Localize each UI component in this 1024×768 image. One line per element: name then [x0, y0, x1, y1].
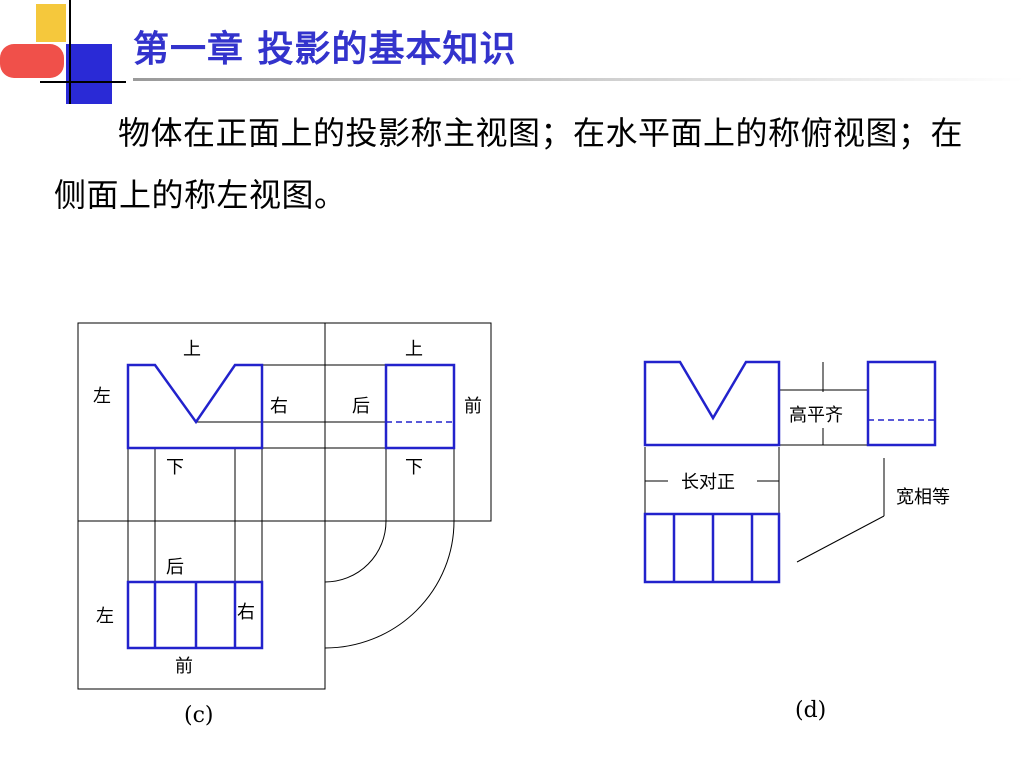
c-lower-frame [77, 520, 326, 690]
c-top-right-label: 右 [237, 602, 255, 623]
figure-c-labels: 上 左 右 下 上 后 前 下 后 左 右 前 (c) [93, 339, 482, 728]
c-front-bottom-label: 下 [166, 457, 184, 478]
d-width-leader [796, 515, 885, 563]
c-side-left-label: 后 [352, 396, 370, 417]
corner-decoration [0, 0, 126, 104]
figure-c-caption: (c) [184, 703, 214, 728]
d-side-view-outline [866, 360, 937, 447]
figure-d [643, 360, 937, 584]
c-front-left-label: 左 [93, 386, 111, 407]
c-top-top-label: 后 [166, 557, 184, 578]
d-height-align-label: 高平齐 [789, 405, 843, 426]
deco-red-block [0, 44, 64, 78]
figure-c [77, 322, 492, 690]
intro-paragraph: 物体在正面上的投影称主视图；在水平面上的称俯视图；在侧面上的称左视图。 [54, 114, 964, 214]
deco-yellow-block [36, 4, 66, 42]
c-side-top-label: 上 [405, 339, 423, 360]
d-width-equal-label: 宽相等 [896, 487, 950, 508]
c-front-top-label: 上 [183, 339, 201, 360]
d-length-align-label: 长对正 [681, 472, 735, 493]
c-side-bottom-label: 下 [405, 457, 423, 478]
c-top-left-label: 左 [96, 606, 114, 627]
c-front-right-label: 右 [270, 396, 288, 417]
c-transfer-arc-outer [324, 520, 455, 649]
deco-blue-block [66, 44, 112, 104]
d-front-view-outline [643, 360, 781, 447]
title-underline [133, 78, 1024, 81]
c-transfer-arc-inner [324, 520, 387, 583]
c-top-bottom-label: 前 [175, 656, 193, 677]
c-side-view-outline [384, 363, 456, 450]
figure-d-labels: 高平齐 长对正 宽相等 (d) [681, 405, 950, 723]
slide-title: 第一章 投影的基本知识 [133, 29, 517, 70]
figure-d-caption: (d) [795, 698, 826, 723]
c-front-view-outline [126, 363, 264, 450]
c-side-right-label: 前 [464, 396, 482, 417]
